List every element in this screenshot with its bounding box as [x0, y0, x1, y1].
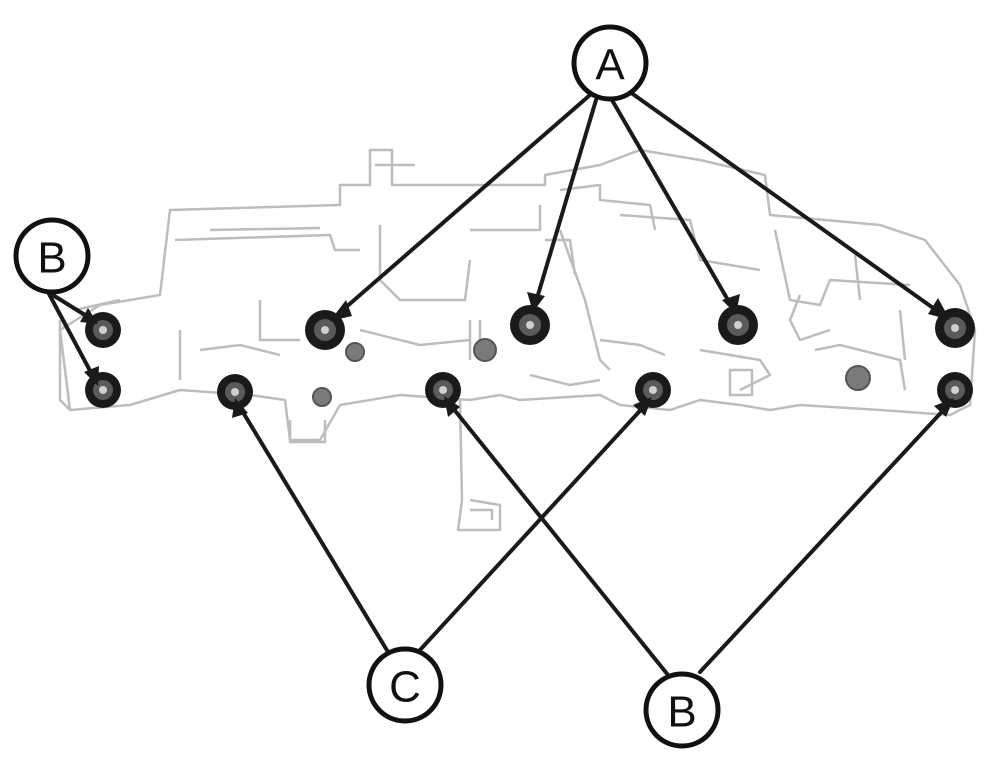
studs [312, 338, 871, 407]
leader-b-bottom-2 [698, 401, 952, 674]
leader-a-1 [335, 93, 592, 317]
leader-b-bottom-1 [446, 400, 670, 677]
leader-c-1 [236, 402, 390, 654]
callout-a-label: A [595, 41, 625, 90]
nut-b-3 [425, 372, 461, 408]
manifold-part-outline [58, 148, 977, 532]
callout-c: C [366, 646, 444, 724]
nut-a-2 [510, 305, 550, 345]
callout-b-left: B [13, 217, 91, 295]
callout-b-bottom: B [643, 671, 721, 749]
nut-a-1 [305, 310, 345, 350]
leader-c-2 [418, 400, 650, 652]
nut-c-2 [635, 372, 671, 408]
callout-b-left-label: B [37, 234, 66, 283]
leader-b-left-2 [46, 290, 97, 382]
callout-c-label: C [389, 663, 421, 712]
leader-a-2 [533, 98, 598, 307]
leader-lines [46, 90, 954, 677]
leader-a-4 [628, 90, 945, 317]
leader-a-3 [610, 98, 734, 309]
callout-b-bottom-label: B [667, 688, 696, 737]
nut-b-4 [937, 372, 973, 408]
nut-c-1 [217, 374, 253, 410]
nut-a-3 [718, 305, 758, 345]
callout-a: A [571, 24, 649, 102]
nuts [85, 305, 975, 410]
